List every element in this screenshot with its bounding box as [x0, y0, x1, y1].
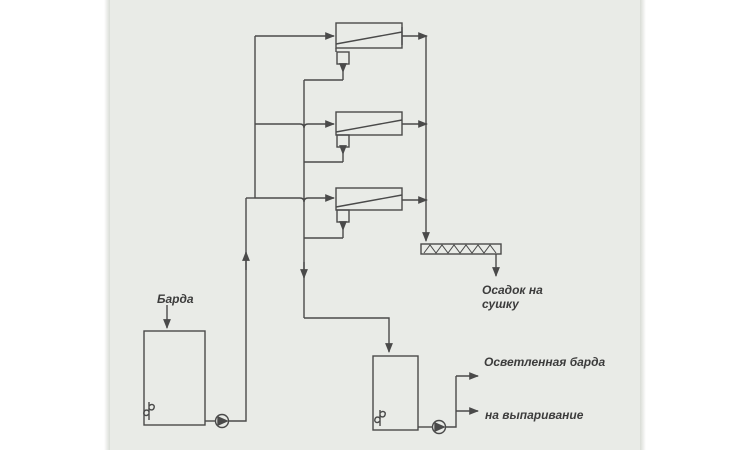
feed-pump-icon — [214, 413, 230, 429]
feed-branch-3 — [255, 194, 335, 203]
decanter-centrifuge-2 — [335, 111, 403, 155]
product-pipe — [446, 376, 457, 428]
paper-edge-right — [640, 0, 646, 450]
sludge-output-label: Осадок на сушку — [482, 283, 543, 311]
feed-tank — [143, 330, 206, 426]
sludge-label-line1: Осадок на — [482, 283, 543, 297]
paper-edge-left — [104, 0, 110, 450]
scanned-page — [110, 0, 640, 450]
feed-label: Барда — [157, 292, 194, 306]
feed-branch-2 — [255, 120, 335, 129]
evaporation-output-label: на выпаривание — [485, 408, 584, 422]
decanter-centrifuge-3 — [335, 187, 403, 231]
decanter-centrifuge-1 — [335, 22, 403, 73]
clarified-tank-agitator-icon — [374, 410, 386, 426]
clarified-tank — [372, 355, 419, 431]
transfer-pump-icon — [431, 419, 447, 435]
feed-tank-agitator-icon — [143, 402, 155, 420]
clarified-output-label: Осветленная барда — [484, 355, 606, 369]
sludge-label-line2: сушку — [482, 297, 519, 311]
centrate-to-tank-pipe — [304, 317, 393, 353]
pump-discharge-pipe — [229, 252, 247, 422]
screw-conveyor — [420, 243, 502, 255]
